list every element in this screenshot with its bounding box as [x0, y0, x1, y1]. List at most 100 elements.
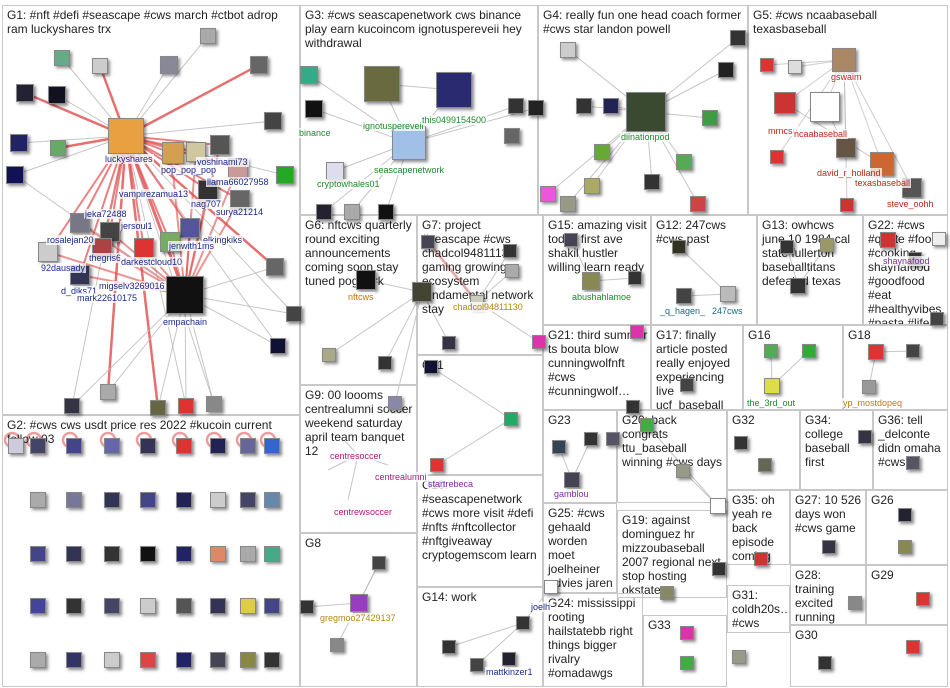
vertex-image[interactable] — [680, 656, 694, 670]
vertex-image[interactable] — [790, 278, 806, 294]
vertex-label[interactable]: texasbaseball — [854, 178, 912, 188]
vertex-label[interactable]: steve_oohh — [886, 199, 935, 209]
vertex-label[interactable]: mattkinzer1 — [485, 667, 534, 677]
vertex-image[interactable] — [276, 166, 294, 184]
vertex-image[interactable] — [718, 62, 734, 78]
vertex-image[interactable] — [210, 652, 226, 668]
vertex-image[interactable] — [250, 56, 268, 74]
vertex-image[interactable] — [606, 432, 620, 446]
vertex-label[interactable]: thegris6 — [88, 253, 123, 263]
vertex-image[interactable] — [104, 598, 120, 614]
vertex-image[interactable] — [140, 598, 156, 614]
vertex-image[interactable] — [264, 492, 280, 508]
vertex-image[interactable] — [503, 244, 517, 258]
vertex-image[interactable] — [660, 586, 674, 600]
vertex-image[interactable] — [858, 430, 872, 444]
vertex-label[interactable]: jeka72488 — [84, 209, 128, 219]
vertex-label[interactable]: migselv3269016 — [98, 281, 166, 291]
vertex-label[interactable]: centresoccer — [329, 451, 383, 461]
vertex-image[interactable] — [392, 126, 426, 160]
vertex-image[interactable] — [30, 652, 46, 668]
vertex-image[interactable] — [504, 412, 518, 426]
vertex-image[interactable] — [840, 198, 854, 212]
vertex-label[interactable]: david_r_holland — [816, 168, 882, 178]
vertex-image[interactable] — [210, 135, 230, 155]
vertex-label[interactable]: elkingkiks — [202, 235, 244, 245]
vertex-image[interactable] — [305, 100, 323, 118]
vertex-image[interactable] — [316, 204, 332, 220]
vertex-image[interactable] — [210, 598, 226, 614]
vertex-image[interactable] — [240, 652, 256, 668]
vertex-image[interactable] — [754, 552, 768, 566]
vertex-image[interactable] — [818, 656, 832, 670]
vertex-label[interactable]: surya21214 — [215, 207, 265, 217]
vertex-image[interactable] — [594, 144, 610, 160]
vertex-image[interactable] — [200, 28, 216, 44]
vertex-image[interactable] — [758, 458, 772, 472]
vertex-image[interactable] — [330, 638, 344, 652]
vertex-label[interactable]: centrealumni — [374, 472, 428, 482]
vertex-image[interactable] — [582, 272, 600, 290]
vertex-label[interactable]: llama66027958 — [206, 177, 270, 187]
vertex-image[interactable] — [802, 344, 816, 358]
vertex-image[interactable] — [388, 396, 402, 410]
vertex-image[interactable] — [176, 652, 192, 668]
vertex-image[interactable] — [104, 652, 120, 668]
vertex-image[interactable] — [732, 650, 746, 664]
vertex-image[interactable] — [690, 196, 706, 212]
vertex-image[interactable] — [140, 438, 156, 454]
vertex-label[interactable]: gregmoo27429137 — [319, 613, 397, 623]
vertex-label[interactable]: pop_pop_pop — [160, 165, 218, 175]
vertex-image[interactable] — [372, 556, 386, 570]
vertex-image[interactable] — [210, 546, 226, 562]
vertex-image[interactable] — [176, 492, 192, 508]
vertex-image[interactable] — [930, 312, 944, 326]
vertex-image[interactable] — [38, 242, 58, 262]
vertex-image[interactable] — [880, 232, 896, 248]
vertex-image[interactable] — [356, 270, 376, 290]
vertex-label[interactable]: jersoul1 — [120, 221, 154, 231]
vertex-image[interactable] — [424, 360, 438, 374]
vertex-image[interactable] — [16, 84, 34, 102]
vertex-image[interactable] — [48, 86, 66, 104]
vertex-image[interactable] — [836, 138, 856, 158]
vertex-image[interactable] — [430, 458, 444, 472]
vertex-image[interactable] — [584, 178, 600, 194]
vertex-label[interactable]: darkestcloud10 — [120, 257, 184, 267]
vertex-image[interactable] — [344, 204, 360, 220]
vertex-label[interactable]: mrncsu — [767, 126, 799, 136]
vertex-image[interactable] — [50, 140, 66, 156]
vertex-image[interactable] — [540, 186, 556, 202]
vertex-label[interactable]: the_3rd_out — [746, 398, 797, 408]
vertex-image[interactable] — [822, 540, 836, 554]
vertex-image[interactable] — [176, 438, 192, 454]
vertex-image[interactable] — [286, 306, 302, 322]
vertex-image[interactable] — [66, 438, 82, 454]
vertex-image[interactable] — [780, 240, 794, 254]
vertex-image[interactable] — [66, 546, 82, 562]
vertex-image[interactable] — [532, 335, 546, 349]
vertex-image[interactable] — [30, 598, 46, 614]
vertex-image[interactable] — [504, 128, 520, 144]
vertex-image[interactable] — [442, 640, 456, 654]
vertex-image[interactable] — [672, 240, 686, 254]
vertex-image[interactable] — [906, 456, 920, 470]
vertex-label[interactable]: yoshinami73 — [196, 157, 249, 167]
vertex-image[interactable] — [508, 98, 524, 114]
vertex-label[interactable]: joelh — [530, 602, 552, 612]
vertex-image[interactable] — [916, 592, 930, 606]
vertex-label[interactable]: yp_mostdopeq — [842, 398, 904, 408]
vertex-image[interactable] — [166, 276, 204, 314]
vertex-image[interactable] — [626, 400, 640, 414]
vertex-image[interactable] — [10, 134, 28, 152]
vertex-label[interactable]: seascapenetwork — [373, 165, 446, 175]
vertex-image[interactable] — [134, 238, 154, 258]
vertex-image[interactable] — [630, 325, 644, 339]
vertex-image[interactable] — [240, 546, 256, 562]
vertex-image[interactable] — [906, 640, 920, 654]
vertex-image[interactable] — [150, 400, 166, 416]
vertex-image[interactable] — [516, 616, 530, 630]
vertex-image[interactable] — [364, 66, 400, 102]
vertex-image[interactable] — [66, 598, 82, 614]
vertex-image[interactable] — [680, 626, 694, 640]
